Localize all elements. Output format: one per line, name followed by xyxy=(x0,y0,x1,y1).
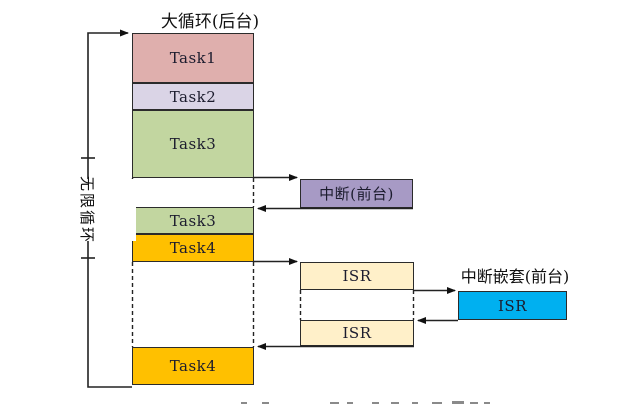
nested-interrupt-label: 中断嵌套(前台) xyxy=(460,267,570,286)
task4-first-block: Task4 xyxy=(132,234,254,262)
task2-block: Task2 xyxy=(132,83,254,110)
diagram-title: 大循环(后台) xyxy=(160,12,260,32)
task3-first-block: Task3 xyxy=(132,110,254,178)
isr-nested-block: ISR xyxy=(458,291,567,320)
isr-first-block: ISR xyxy=(300,262,414,290)
task4-first-label: Task4 xyxy=(169,239,217,257)
infinite-loop-label: 无限循环 xyxy=(40,176,136,244)
isr-second-label: ISR xyxy=(342,324,372,342)
task4-second-block: Task4 xyxy=(132,347,254,385)
interrupt-block: 中断(前台) xyxy=(300,179,413,208)
task2-label: Task2 xyxy=(169,87,217,106)
task3-second-block: Task3 xyxy=(132,207,254,234)
task4-second-label: Task4 xyxy=(169,357,217,375)
task1-label: Task1 xyxy=(169,49,217,67)
task3-second-label: Task3 xyxy=(169,211,217,230)
task1-block: Task1 xyxy=(132,33,254,83)
task3-first-label: Task3 xyxy=(169,135,217,153)
isr-first-label: ISR xyxy=(342,267,372,285)
interrupt-label: 中断(前台) xyxy=(319,185,394,203)
isr-second-block: ISR xyxy=(300,320,414,346)
isr-nested-label: ISR xyxy=(498,296,527,315)
